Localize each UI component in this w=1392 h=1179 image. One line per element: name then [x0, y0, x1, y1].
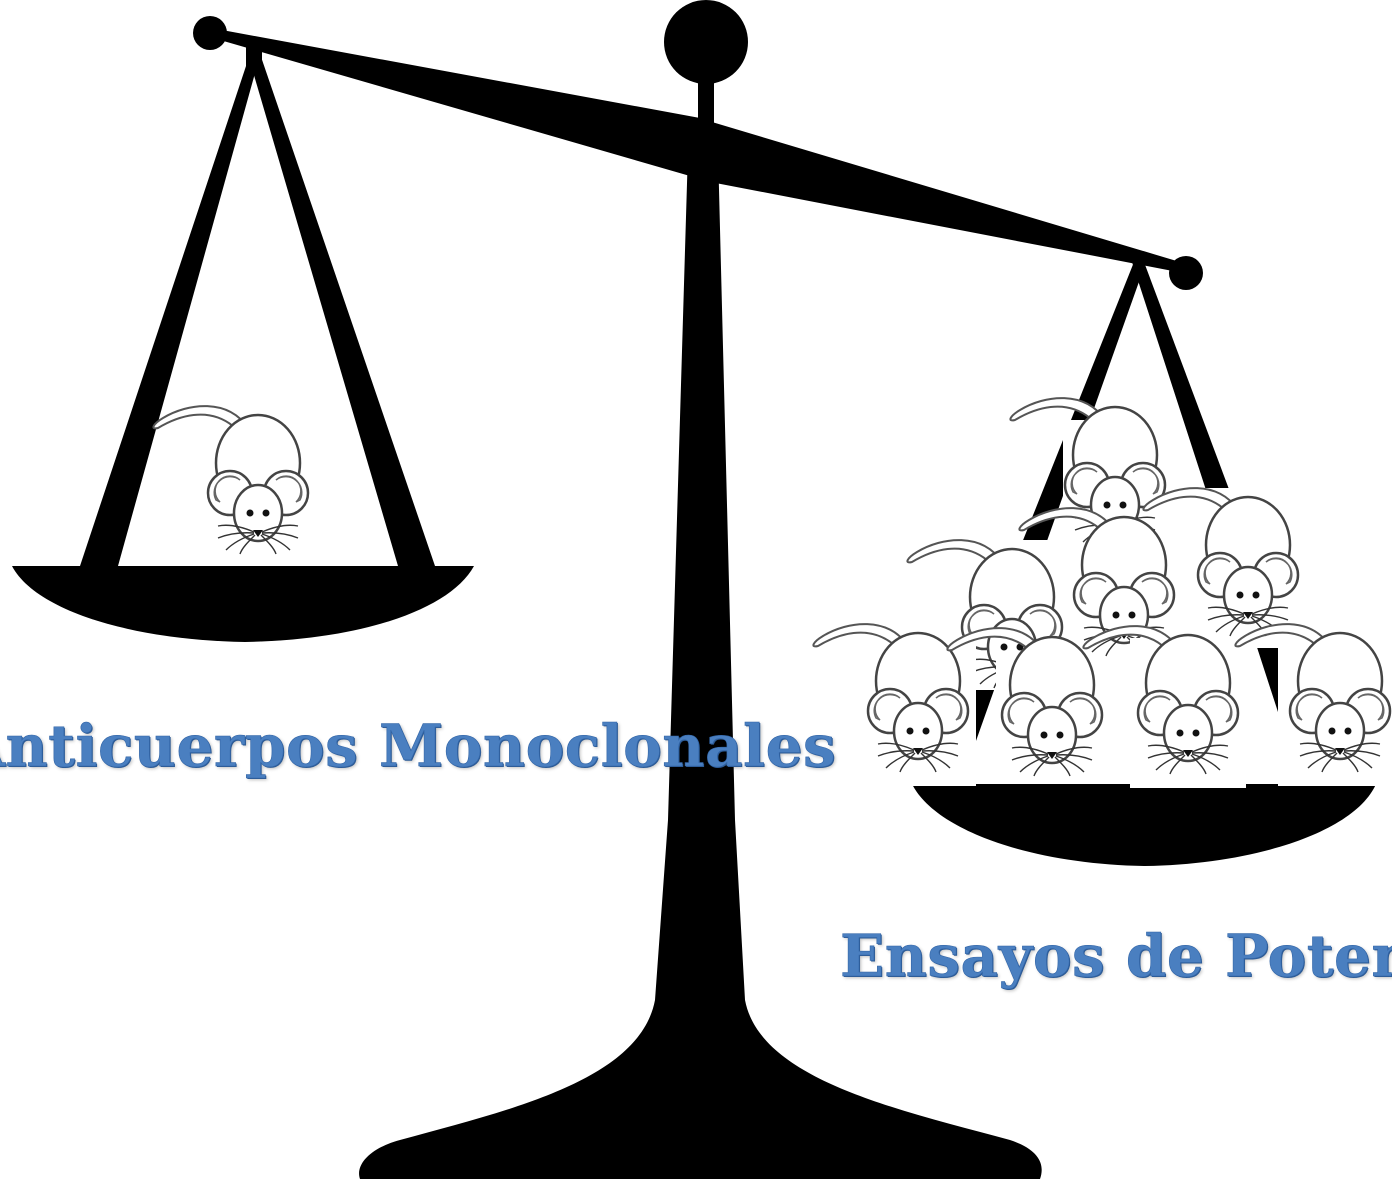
mouse-pile-right [812, 396, 1392, 788]
right-pan [912, 784, 1376, 866]
top-knob [664, 0, 748, 84]
mouse-icon [1082, 624, 1246, 788]
mouse-icon [1234, 622, 1392, 786]
left-pivot-ball [193, 16, 227, 50]
mouse-icon [1142, 486, 1300, 648]
left-pan-label: Anticuerpos Monoclonales [0, 712, 837, 781]
mouse-icon [946, 626, 1108, 778]
scale-column [359, 150, 1042, 1179]
left-pan [12, 566, 474, 642]
right-pan-label: Ensayos de Potencia [840, 922, 1392, 991]
mouse-icon [812, 622, 976, 786]
mouse-icon-left [152, 404, 310, 556]
